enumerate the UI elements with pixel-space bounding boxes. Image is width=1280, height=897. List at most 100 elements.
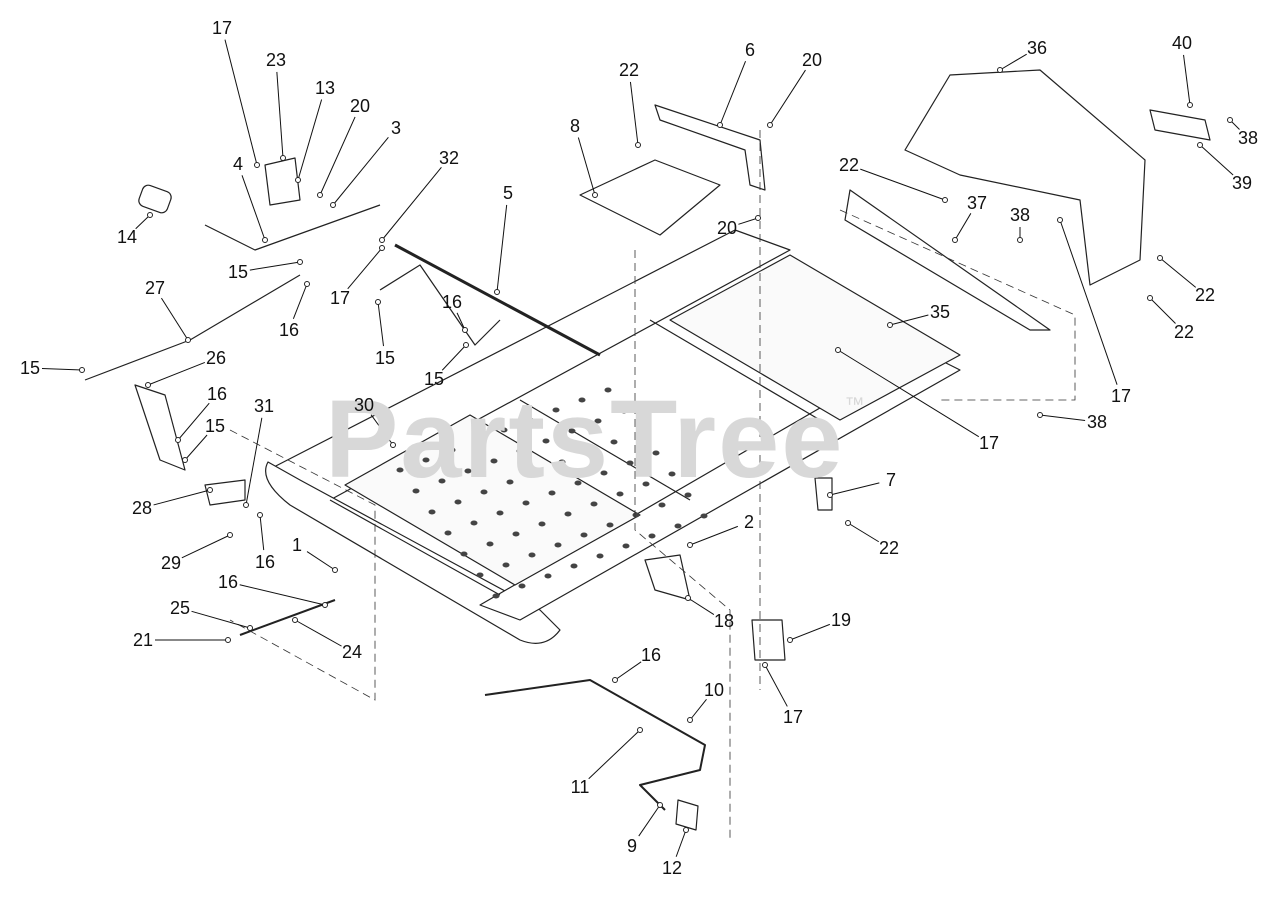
callout-22a: 22 bbox=[618, 60, 640, 80]
floor-hole bbox=[528, 552, 536, 558]
floor-hole bbox=[658, 502, 666, 508]
callout-15e: 15 bbox=[204, 416, 226, 436]
shaft-5 bbox=[394, 243, 601, 357]
floor-hole bbox=[538, 521, 546, 527]
floor-hole bbox=[548, 490, 556, 496]
floor-hole bbox=[500, 427, 508, 433]
floor-hole bbox=[474, 437, 482, 443]
leader-18 bbox=[687, 597, 715, 615]
bracket-8 bbox=[579, 159, 721, 236]
dashed-guide-1 bbox=[229, 429, 376, 701]
callout-38a: 38 bbox=[1009, 205, 1031, 225]
callout-17c: 17 bbox=[978, 433, 1000, 453]
dashed-guide-2 bbox=[634, 250, 731, 840]
callout-20c: 20 bbox=[716, 218, 738, 238]
floor-hole bbox=[554, 542, 562, 548]
part-marker-38c bbox=[1037, 412, 1043, 418]
leader-16d bbox=[259, 514, 265, 551]
leader-40 bbox=[1183, 54, 1191, 106]
callout-35: 35 bbox=[929, 302, 951, 322]
part-marker-37 bbox=[952, 237, 958, 243]
floor-hole bbox=[652, 450, 660, 456]
callout-15a: 15 bbox=[227, 262, 249, 282]
floor-hole bbox=[674, 523, 682, 529]
leader-23 bbox=[276, 71, 284, 159]
part-marker-4 bbox=[262, 237, 268, 243]
pedal-arm bbox=[204, 204, 381, 251]
leader-8 bbox=[577, 137, 596, 196]
part-marker-20a bbox=[317, 192, 323, 198]
floor-hole bbox=[622, 543, 630, 549]
leader-36 bbox=[999, 53, 1027, 71]
callout-40: 40 bbox=[1171, 33, 1193, 53]
leader-19 bbox=[789, 623, 831, 641]
part-marker-15a bbox=[297, 259, 303, 265]
floor-hole bbox=[512, 531, 520, 537]
callout-10: 10 bbox=[703, 680, 725, 700]
floor-hole bbox=[642, 481, 650, 487]
block-12 bbox=[675, 799, 699, 831]
floor-hole bbox=[558, 459, 566, 465]
leader-10 bbox=[689, 699, 707, 721]
floor-hole bbox=[564, 511, 572, 517]
floor-hole bbox=[470, 520, 478, 526]
part-marker-28 bbox=[207, 487, 213, 493]
leader-25 bbox=[191, 610, 251, 629]
leader-16a bbox=[292, 283, 308, 320]
floor-hole bbox=[596, 553, 604, 559]
callout-16f: 16 bbox=[640, 645, 662, 665]
floor-hole bbox=[620, 408, 628, 414]
leader-16c bbox=[177, 402, 210, 441]
part-marker-29 bbox=[227, 532, 233, 538]
leader-22c bbox=[1159, 257, 1197, 288]
part-marker-3 bbox=[330, 202, 336, 208]
part-marker-9 bbox=[657, 802, 663, 808]
leader-22b bbox=[860, 168, 946, 201]
leader-9 bbox=[638, 804, 661, 837]
part-marker-22a bbox=[635, 142, 641, 148]
floor-hole bbox=[492, 593, 500, 599]
callout-22e: 22 bbox=[878, 538, 900, 558]
part-marker-13 bbox=[295, 177, 301, 183]
floor-hole bbox=[684, 492, 692, 498]
part-marker-15b bbox=[375, 299, 381, 305]
floor-hole bbox=[700, 513, 708, 519]
floor-hole bbox=[668, 471, 676, 477]
callout-25: 25 bbox=[169, 598, 191, 618]
callout-16c: 16 bbox=[206, 384, 228, 404]
pedal-pad bbox=[138, 184, 172, 214]
callout-38b: 38 bbox=[1237, 128, 1259, 148]
leader-16f bbox=[614, 661, 642, 681]
part-marker-2 bbox=[687, 542, 693, 548]
dashed-guide-4 bbox=[839, 209, 1076, 401]
floor-hole bbox=[610, 439, 618, 445]
floor-hole bbox=[542, 438, 550, 444]
callout-16e: 16 bbox=[217, 572, 239, 592]
part-marker-40 bbox=[1187, 102, 1193, 108]
callout-29: 29 bbox=[160, 553, 182, 573]
part-marker-15d bbox=[79, 367, 85, 373]
watermark-text: PartsTree bbox=[325, 378, 845, 501]
cross-member-rear bbox=[649, 319, 821, 421]
bracket-28 bbox=[204, 479, 246, 506]
floor-hole bbox=[476, 572, 484, 578]
leader-32 bbox=[381, 166, 442, 241]
callout-24: 24 bbox=[341, 642, 363, 662]
leader-22e bbox=[847, 522, 880, 543]
floor-hole bbox=[544, 573, 552, 579]
floor-hole bbox=[502, 562, 510, 568]
leader-lines bbox=[41, 39, 1240, 857]
callout-22b: 22 bbox=[838, 155, 860, 175]
leader-35 bbox=[889, 314, 929, 326]
floor-plate bbox=[344, 414, 641, 586]
bracket-37 bbox=[844, 189, 1051, 331]
rod-24 bbox=[239, 599, 336, 636]
rear-deck bbox=[669, 254, 961, 421]
part-marker-22d bbox=[1147, 295, 1153, 301]
watermark: PartsTree™ bbox=[325, 385, 866, 495]
callout-17b: 17 bbox=[329, 288, 351, 308]
floor-hole bbox=[444, 530, 452, 536]
callout-15c: 15 bbox=[423, 369, 445, 389]
floor-hole bbox=[606, 522, 614, 528]
